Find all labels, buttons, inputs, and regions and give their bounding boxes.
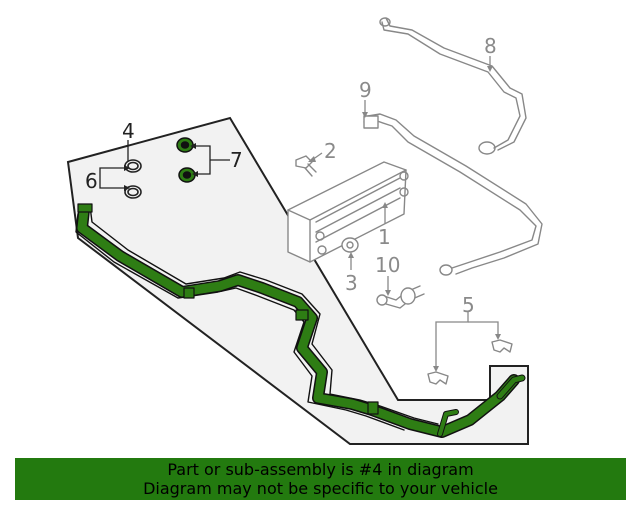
callout-5: 5 (462, 293, 475, 317)
banner-line-2: Diagram may not be specific to your vehi… (143, 479, 498, 498)
leaders-dark (99, 140, 230, 189)
callout-3: 3 (345, 271, 358, 295)
callout-6: 6 (85, 169, 98, 193)
callout-1: 1 (378, 225, 391, 249)
callout-8: 8 (484, 34, 497, 58)
callout-4: 4 (122, 119, 135, 143)
arrowheads-dark (124, 143, 198, 191)
oil-cooler-lines (75, 203, 526, 438)
seals (176, 137, 196, 183)
callout-9: 9 (359, 78, 372, 102)
arrowheads-grey (308, 66, 501, 372)
callout-2: 2 (324, 139, 337, 163)
callout-10: 10 (375, 253, 400, 277)
banner-line-1: Part or sub-assembly is #4 in diagram (167, 460, 474, 479)
parts-diagram: 1 2 3 4 5 6 7 8 9 10 (66, 17, 543, 445)
info-banner: Part or sub-assembly is #4 in diagram Di… (15, 458, 626, 500)
callout-7: 7 (230, 148, 243, 172)
